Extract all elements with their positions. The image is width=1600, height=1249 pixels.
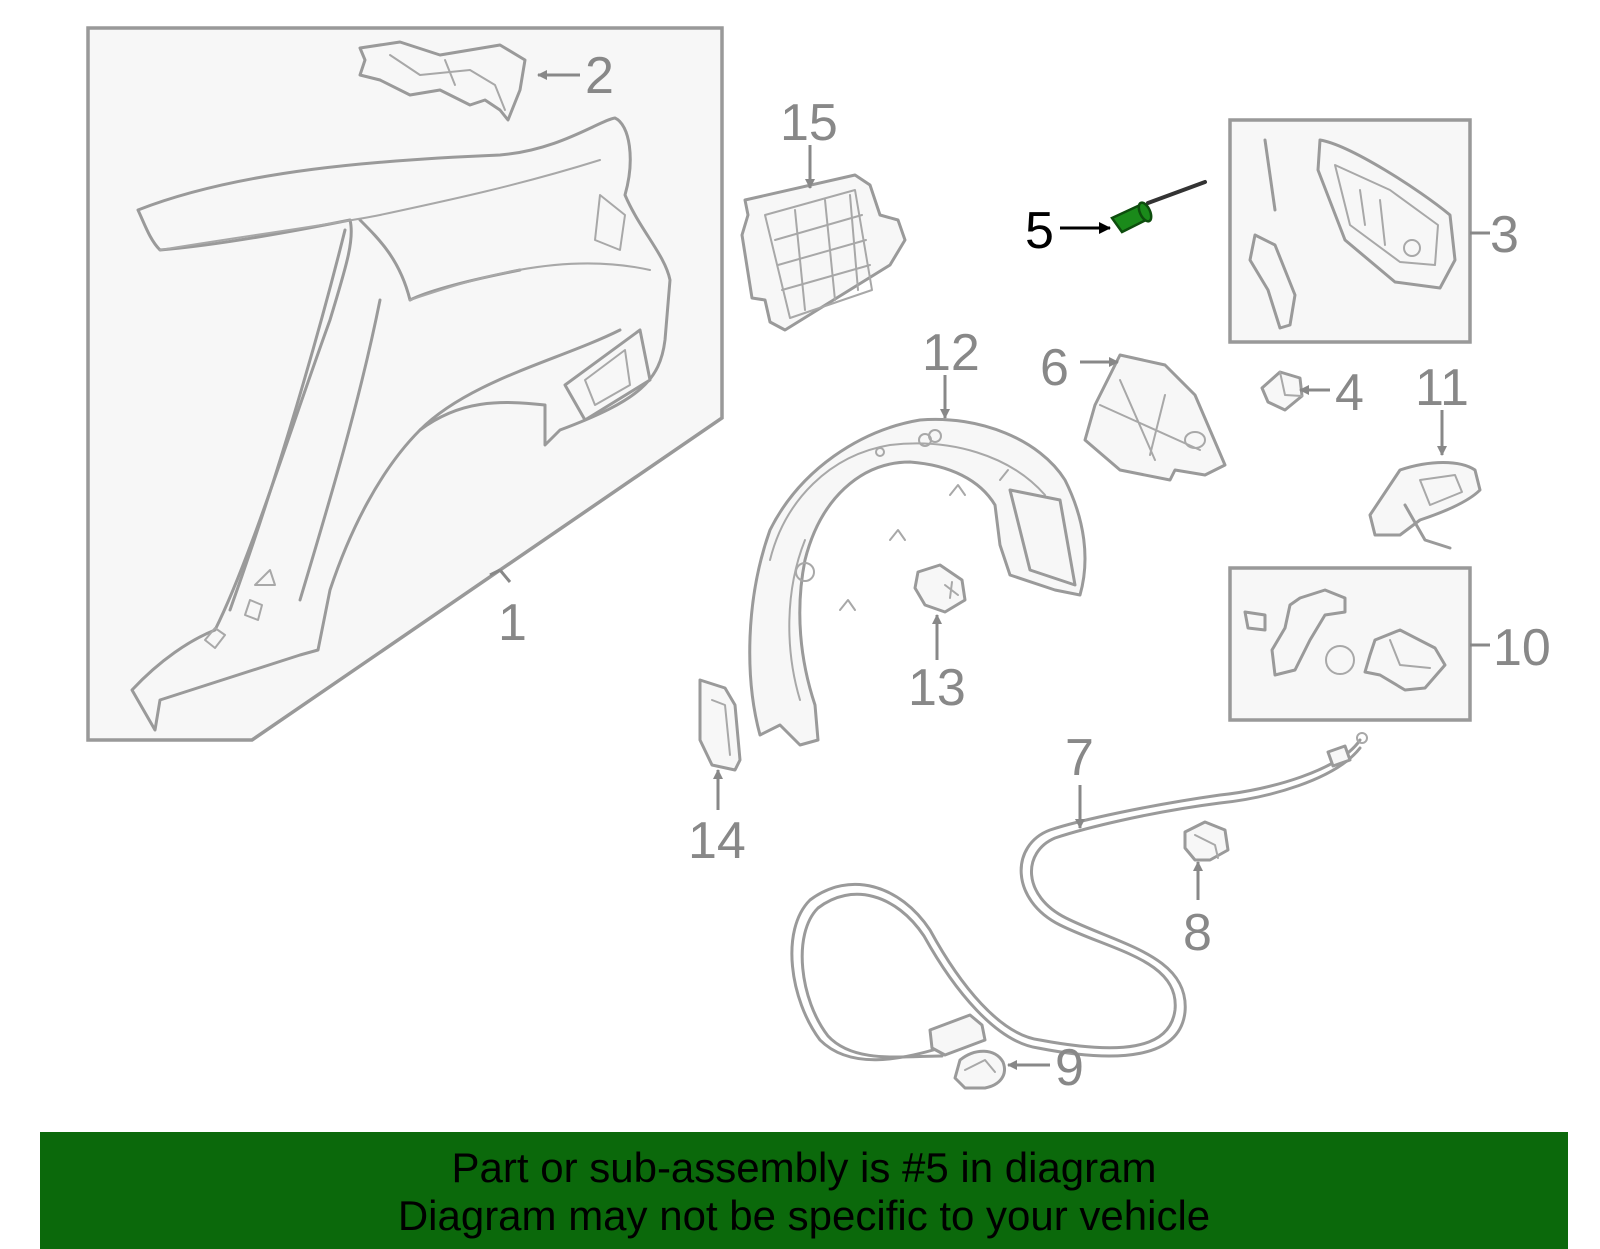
release-cable-part-7[interactable] [790, 732, 1368, 1062]
callout-14[interactable]: 14 [688, 812, 746, 870]
banner-part-message: Part or sub-assembly is #5 in diagram [451, 1144, 1157, 1191]
lock-assembly-part-10[interactable] [1228, 566, 1472, 722]
callout-11[interactable]: 11 [1415, 359, 1469, 417]
callout-15[interactable]: 15 [780, 94, 838, 152]
callout-12[interactable]: 12 [922, 324, 980, 382]
callout-2[interactable]: 2 [585, 47, 614, 105]
callout-1[interactable]: 1 [498, 594, 527, 652]
banner-disclaimer: Diagram may not be specific to your vehi… [397, 1192, 1211, 1239]
callout-10[interactable]: 10 [1493, 619, 1551, 677]
highlighted-part-5[interactable] [1110, 180, 1207, 234]
cable-clip-part-8[interactable] [1183, 820, 1230, 862]
wheelhouse-liner-part-12[interactable] [748, 417, 1087, 747]
callout-9[interactable]: 9 [1055, 1039, 1084, 1097]
callout-8[interactable]: 8 [1183, 904, 1212, 962]
callout-13[interactable]: 13 [908, 659, 966, 717]
callout-6[interactable]: 6 [1040, 339, 1069, 397]
fuel-door-part-11[interactable] [1368, 461, 1482, 550]
fuel-door-assembly-part-3[interactable] [1228, 118, 1472, 344]
push-clip-part-13[interactable] [913, 563, 967, 614]
bracket-part-14[interactable] [698, 678, 742, 772]
callout-3[interactable]: 3 [1490, 206, 1519, 264]
callout-7[interactable]: 7 [1065, 729, 1094, 787]
parts-diagram: 1 2 3 4 5 6 7 8 9 10 11 12 13 14 15 [86, 26, 1551, 1097]
vent-grille-part-15[interactable] [740, 173, 907, 332]
leader-lines [489, 70, 1490, 1070]
info-banner: Part or sub-assembly is #5 in diagram Di… [40, 1132, 1568, 1249]
clip-part-4[interactable] [1260, 370, 1304, 412]
quarter-panel-group[interactable] [86, 26, 724, 742]
callout-labels: 1 2 3 4 5 6 7 8 9 10 11 12 13 14 15 [498, 47, 1551, 1097]
filler-housing-part-6[interactable] [1083, 353, 1227, 482]
lock-assembly-frame [1228, 566, 1472, 722]
callout-5[interactable]: 5 [1025, 202, 1054, 260]
callout-4[interactable]: 4 [1335, 364, 1364, 422]
bracket-part-2[interactable] [358, 40, 527, 122]
grommet-part-9[interactable] [953, 1049, 1006, 1090]
